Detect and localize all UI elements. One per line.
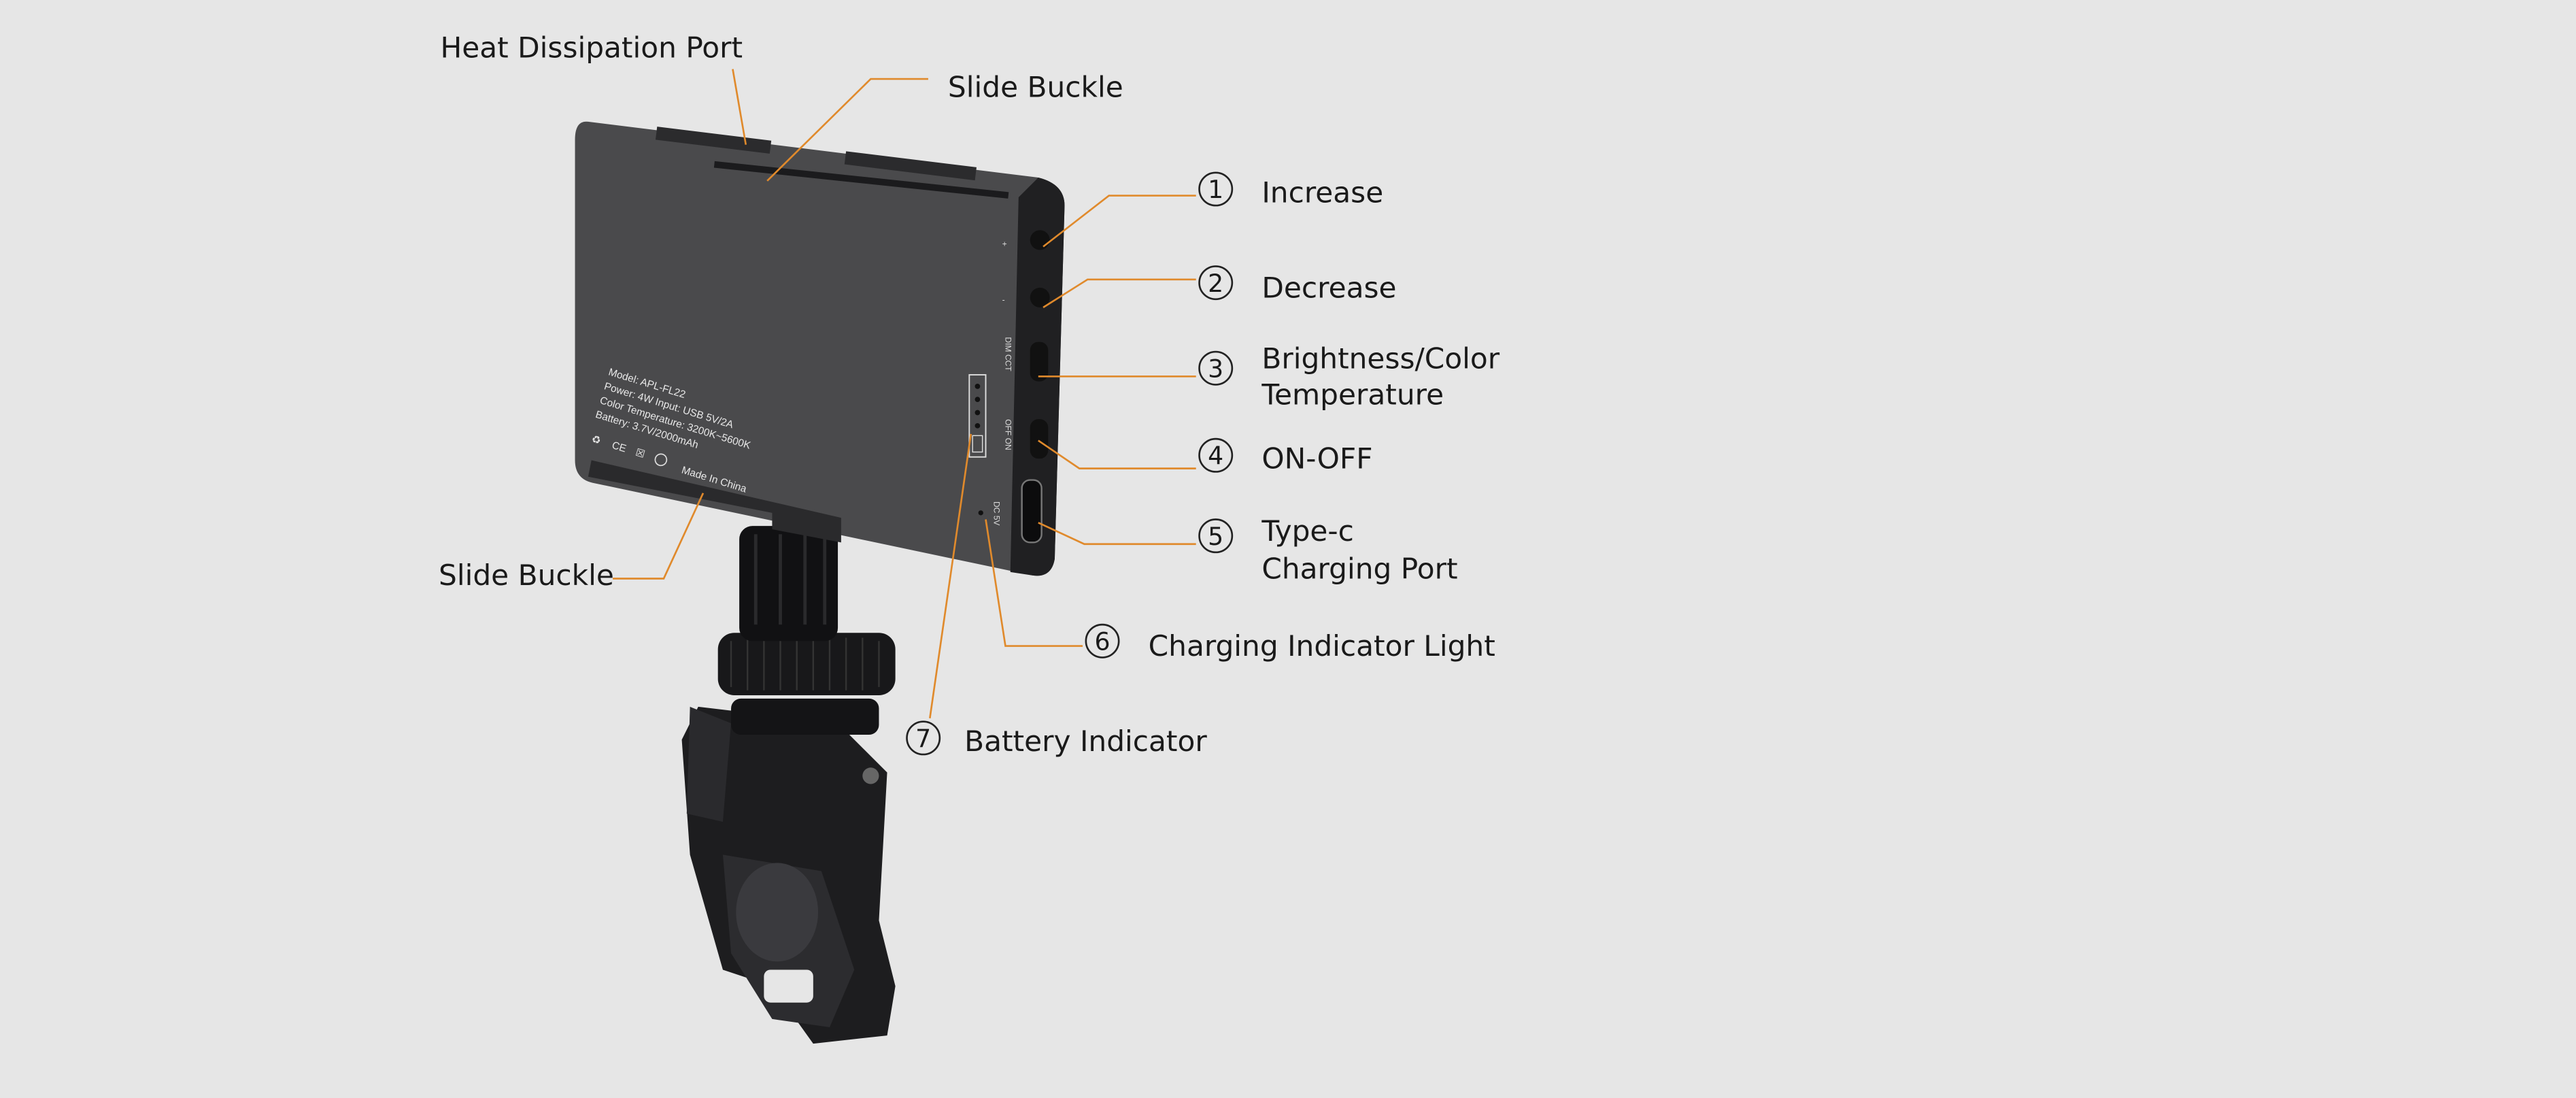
- callout-number: 1: [1208, 175, 1223, 204]
- charging-indicator-light: [978, 510, 983, 516]
- decrease-label: Decrease: [1261, 271, 1396, 304]
- callout-1: 1 Increase: [1043, 171, 1383, 248]
- slide-buckle-slot: [713, 161, 1009, 199]
- weee-icon: ☒: [634, 447, 646, 461]
- brightness-cct-switch[interactable]: [1030, 342, 1049, 382]
- charging-indicator-label: Charging Indicator Light: [1149, 629, 1495, 663]
- callout-number: 5: [1208, 522, 1223, 551]
- decrease-button[interactable]: [1030, 287, 1050, 307]
- brightness-label-line2: Temperature: [1261, 378, 1444, 411]
- callout-number: 6: [1094, 627, 1110, 656]
- slide-buckle-bottom-label: Slide Buckle: [439, 559, 614, 592]
- increase-button[interactable]: [1030, 230, 1050, 250]
- callout-slide-buckle-top: Slide Buckle: [766, 71, 1123, 182]
- callout-number: 2: [1208, 269, 1223, 298]
- clip-mount: [681, 526, 896, 1044]
- heat-port-label: Heat Dissipation Port: [440, 31, 743, 65]
- callout-2: 2 Decrease: [1043, 265, 1397, 308]
- on-off-switch[interactable]: [1030, 419, 1049, 459]
- dim-cct-label: DIM CCT: [1003, 337, 1013, 371]
- recycle-icon: ♻: [590, 433, 603, 447]
- callout-3: 3 Brightness/Color Temperature: [1038, 342, 1500, 411]
- callout-number: 3: [1208, 354, 1223, 384]
- callout-5: 5 Type-c Charging Port: [1038, 514, 1458, 585]
- callout-number: 4: [1208, 442, 1223, 471]
- battery-indicator-label: Battery Indicator: [964, 725, 1207, 758]
- battery-indicator: [968, 373, 987, 458]
- type-c-port[interactable]: [1021, 479, 1043, 544]
- brightness-label-line1: Brightness/Color: [1261, 342, 1499, 375]
- type-c-label-line2: Charging Port: [1261, 552, 1457, 585]
- light-panel: Model: APL-FL22 Power: 4W Input: USB 5V/…: [575, 121, 1065, 576]
- heat-vents: [655, 127, 977, 181]
- type-c-label-line1: Type-c: [1261, 514, 1354, 548]
- callout-number: 7: [915, 724, 931, 753]
- callout-4: 4 ON-OFF: [1038, 437, 1373, 476]
- ce-mark: CE: [611, 439, 628, 454]
- minus-label: -: [1002, 295, 1005, 305]
- slide-buckle-top-label: Slide Buckle: [948, 71, 1123, 104]
- dc-label: DC 5V: [992, 501, 1002, 526]
- callout-slide-buckle-bottom: Slide Buckle: [439, 493, 705, 592]
- plus-label: +: [1002, 239, 1007, 248]
- cert-icon: [654, 453, 668, 467]
- on-off-label-callout: ON-OFF: [1261, 442, 1372, 476]
- callout-heat-port: Heat Dissipation Port: [440, 31, 747, 145]
- increase-label: Increase: [1261, 176, 1383, 209]
- on-off-label: OFF ON: [1003, 419, 1013, 450]
- callout-7: 7 Battery Indicator: [906, 433, 1207, 758]
- callout-6: 6 Charging Indicator Light: [985, 519, 1495, 663]
